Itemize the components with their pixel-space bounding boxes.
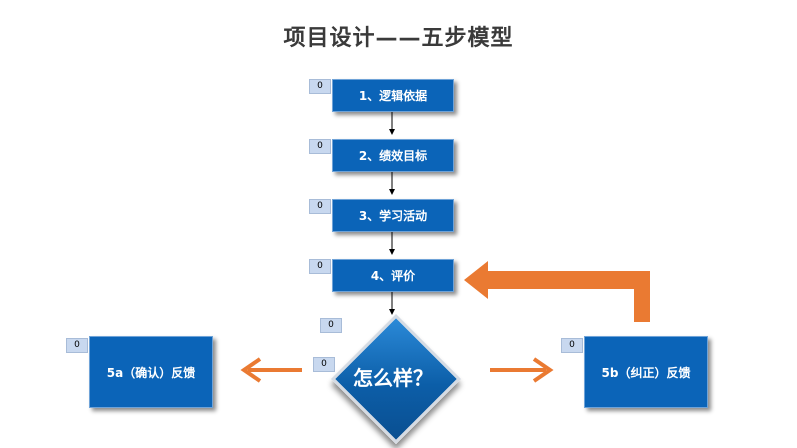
step-4-badge: 0 — [309, 259, 331, 274]
feedback-a-badge: 0 — [66, 338, 88, 353]
loop-back-arrow — [464, 261, 650, 322]
decision-left-badge: 0 — [313, 357, 335, 372]
feedback-b-badge: 0 — [561, 338, 583, 353]
decision-diamond: 怎么样？ — [330, 313, 462, 445]
arrow-to-feedback-b — [490, 357, 554, 383]
step-4-box: 4、评价 — [332, 259, 454, 292]
arrow-to-feedback-a — [240, 357, 302, 383]
diagram-title: 项目设计——五步模型 — [283, 26, 514, 51]
step-3-badge: 0 — [309, 199, 331, 214]
step-1-box: 1、逻辑依据 — [332, 79, 454, 112]
decision-top-badge: 0 — [320, 318, 342, 333]
step-3-box: 3、学习活动 — [332, 199, 454, 232]
feedback-a-box: 5a（确认）反馈 — [89, 336, 213, 408]
feedback-b-box: 5b（纠正）反馈 — [584, 336, 708, 408]
step-2-box: 2、绩效目标 — [332, 139, 454, 172]
step-2-badge: 0 — [309, 139, 331, 154]
step-1-badge: 0 — [309, 79, 331, 94]
decision-label: 怎么样？ — [353, 365, 433, 390]
